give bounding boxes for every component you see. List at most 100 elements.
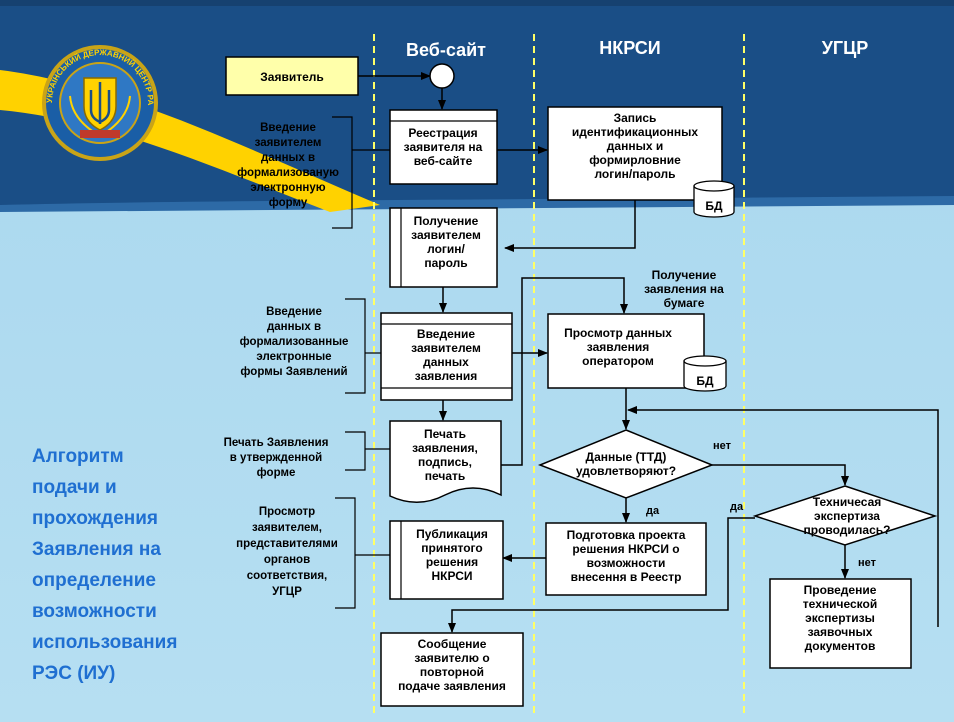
text-line: заявления <box>415 369 477 383</box>
label-yes-2: да <box>730 501 744 513</box>
text-line: экспертиза <box>814 509 880 523</box>
text-line: форму <box>269 197 308 209</box>
text-line: логин/пароль <box>594 167 675 181</box>
text-line: Печать <box>424 427 466 441</box>
label-yes-1: да <box>646 505 660 517</box>
svg-text:Заявитель: Заявитель <box>260 70 324 84</box>
text-line: в утвержденной <box>230 452 322 464</box>
text-line: электронные <box>256 351 331 363</box>
text-line: оператором <box>582 354 654 368</box>
text-line: электронную <box>250 182 325 194</box>
text-line: Подготовка проекта <box>567 528 686 542</box>
title-line: прохождения <box>32 508 158 529</box>
text-line: возможности <box>587 556 666 570</box>
text-line: Просмотр данных <box>564 326 672 340</box>
text-line: представителями <box>236 538 338 550</box>
text-line: удовлетворяют? <box>576 464 676 478</box>
text-line: Просмотр <box>259 506 315 518</box>
text-line: Печать Заявления <box>224 437 329 449</box>
text-line: органов <box>264 554 310 566</box>
text-line: заявления, <box>412 441 478 455</box>
text-line: Проведение <box>804 583 877 597</box>
decision-data-ok: Данные (ТТД)удовлетворяют? <box>537 429 715 499</box>
text-line: формы Заявлений <box>240 366 347 378</box>
text-line: Техничесая <box>813 495 882 509</box>
text-line: подпись, <box>418 455 472 469</box>
applicant-box: Заявитель <box>225 56 359 96</box>
svg-text:БД: БД <box>696 374 714 388</box>
lane-header-ugcr: УГЦР <box>822 38 869 58</box>
start-node <box>429 63 455 89</box>
side-note-2: Введение данных в формализованные электронн… <box>240 298 381 394</box>
text-line: принятого <box>421 541 482 555</box>
label-no-2: нет <box>858 557 877 569</box>
text-line: заявителем <box>255 137 322 149</box>
text-line: данных в <box>267 321 321 333</box>
text-line: проводилась? <box>804 523 891 537</box>
title-line: подачи и <box>32 477 117 498</box>
text-line: данных в <box>261 152 315 164</box>
text-line: заявления <box>587 340 649 354</box>
text-line: Данные (ТТД) <box>586 450 667 464</box>
side-note-1: Введение заявителем данных в формализованую… <box>237 116 390 229</box>
svg-text:БД: БД <box>705 199 723 213</box>
title-line: возможности <box>32 601 157 622</box>
text-line: Реестрация <box>408 126 477 140</box>
text-line: подаче заявления <box>398 679 506 693</box>
text-line: заявителем <box>411 228 481 242</box>
text-line: веб-сайте <box>414 154 473 168</box>
title-line: использования <box>32 632 177 653</box>
text-line: пароль <box>424 256 467 270</box>
text-line: Сообщение <box>418 637 487 651</box>
text-line: решения <box>426 555 478 569</box>
text-line: Запись <box>614 111 657 125</box>
text-line: повторной <box>420 665 484 679</box>
text-line: внесення в Реестр <box>571 570 682 584</box>
text-line: Введение <box>417 327 475 341</box>
lane-header-website: Веб-сайт <box>406 40 486 60</box>
lane-header-nkrsi: НКРСИ <box>599 38 660 58</box>
text-line: УГЦР <box>272 586 302 598</box>
text-line: заявителя на <box>404 140 483 154</box>
text-line: логин/ <box>427 242 465 256</box>
text-line: формализованные <box>240 336 349 348</box>
text-line: Введение <box>260 122 316 134</box>
text-line: соответствия, <box>247 570 328 582</box>
svg-text:Данные (ТТД)удовлетворяют?: Данные (ТТД)удовлетворяют? <box>576 450 676 478</box>
title-line: определение <box>32 570 156 591</box>
text-line: экспертизы <box>805 611 875 625</box>
database-2: БД <box>683 355 727 392</box>
text-line: НКРСИ <box>432 569 473 583</box>
text-line: заявления на <box>644 282 724 296</box>
text-line: заявочных <box>808 625 873 639</box>
text-line: Введение <box>266 306 322 318</box>
text-line: формализованую <box>237 167 339 179</box>
text-line: Публикация <box>416 527 488 541</box>
text-line: идентификационных <box>572 125 699 139</box>
